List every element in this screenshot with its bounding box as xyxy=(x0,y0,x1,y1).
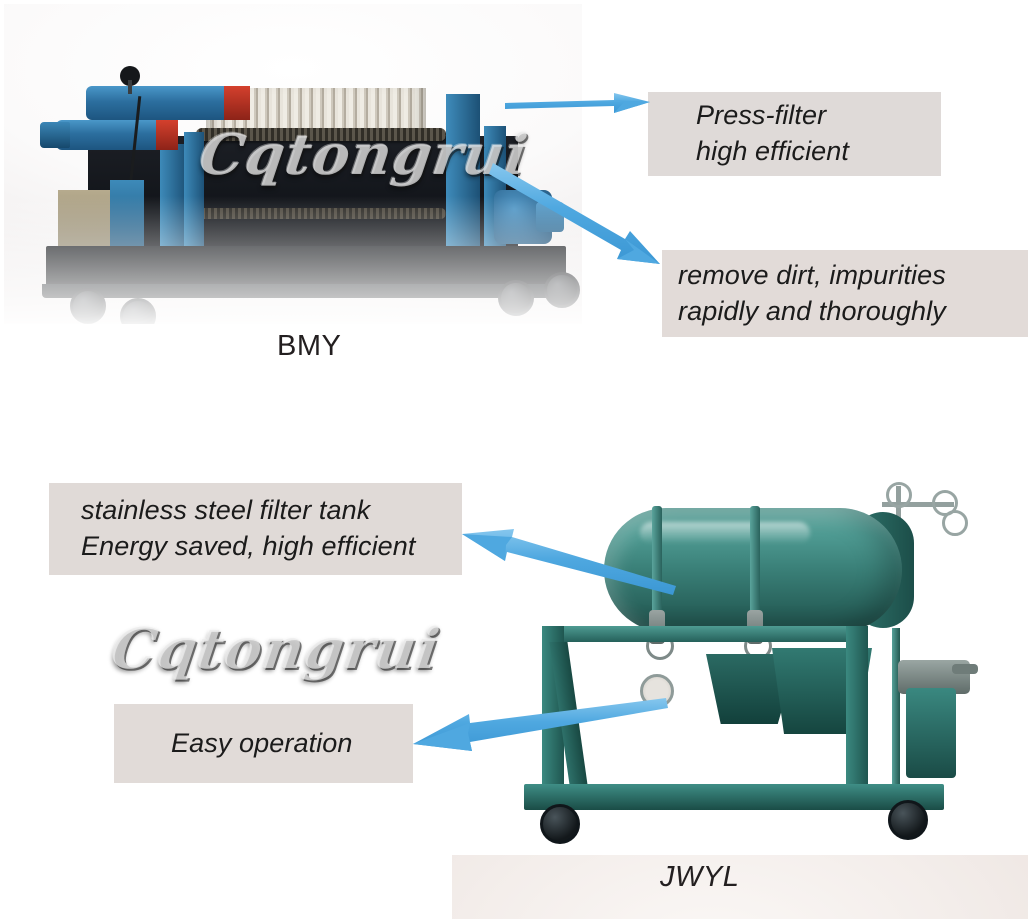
frame-top-rail xyxy=(542,626,868,642)
callout-remove-dirt-line-1: remove dirt, impurities xyxy=(678,259,946,290)
jwyl-filter-illustration xyxy=(500,478,996,850)
pump-housing xyxy=(58,190,110,252)
callout-remove-dirt: remove dirt, impurities rapidly and thor… xyxy=(662,250,1028,337)
caster-wheel xyxy=(540,804,580,844)
bmy-press-filter-illustration xyxy=(28,40,582,324)
watermark-bottom: Cqtongrui xyxy=(107,616,444,682)
caption-bmy: BMY xyxy=(277,330,342,362)
callout-press-filter: Press-filter high efficient xyxy=(648,92,941,176)
valve-manifold xyxy=(872,480,968,536)
base-plate xyxy=(524,784,944,810)
callout-press-filter-line-1: Press-filter xyxy=(696,100,827,131)
motor-hub xyxy=(536,202,564,232)
tie-rod-upper xyxy=(196,128,446,141)
valve-arm xyxy=(882,502,954,507)
control-knob-stem xyxy=(128,80,132,94)
valve-handwheel-icon xyxy=(942,510,968,536)
ram-nose xyxy=(40,122,70,148)
caster-wheel xyxy=(498,280,534,316)
tail-plate-post xyxy=(446,94,480,254)
tank-band xyxy=(750,506,760,634)
tail-support-post xyxy=(484,126,506,254)
valve-handwheel-icon xyxy=(886,482,912,508)
callout-stainless-tank: stainless steel filter tank Energy saved… xyxy=(49,483,462,575)
watermark-top: Cqtongrui xyxy=(195,122,532,188)
section-bmy: Cqtongrui Press-filter high efficient re… xyxy=(0,0,1028,400)
oil-reservoir xyxy=(906,688,956,778)
caster-wheel xyxy=(70,288,106,324)
caster-wheel xyxy=(120,298,156,324)
caster-wheel xyxy=(544,272,580,308)
filter-plate-stack-shadow xyxy=(206,160,426,206)
callout-stainless-line-2: Energy saved, high efficient xyxy=(81,531,416,561)
callout-press-filter-line-2: high efficient xyxy=(696,136,849,166)
machine-frame xyxy=(536,626,936,808)
filter-plate-stack xyxy=(206,88,426,204)
tank-highlight xyxy=(640,522,810,544)
jwyl-machine-photo xyxy=(452,855,1028,919)
callout-easy-operation-line-1: Easy operation xyxy=(171,727,353,758)
bmy-machine-photo: Cqtongrui xyxy=(4,4,582,324)
tie-rod-lower xyxy=(196,208,446,219)
vertical-pipe xyxy=(892,628,900,798)
cylinder-red-band-lower xyxy=(156,120,178,150)
hydraulic-hose xyxy=(125,96,144,216)
callout-remove-dirt-line-2: rapidly and thoroughly xyxy=(678,295,946,326)
head-support-post xyxy=(184,132,204,254)
pump-valve xyxy=(952,664,978,674)
caption-jwyl: JWYL xyxy=(660,861,740,893)
hydraulic-cylinder-upper xyxy=(86,86,246,120)
valve-stem xyxy=(896,486,901,530)
hydraulic-cylinder-lower xyxy=(56,120,176,150)
callout-easy-operation: Easy operation xyxy=(114,704,413,783)
frame-post-right xyxy=(846,626,868,794)
head-plate-post xyxy=(160,144,186,254)
drive-motor xyxy=(494,190,552,244)
control-knob-icon xyxy=(120,66,140,86)
machine-base-edge xyxy=(42,284,570,298)
pump-motor-housing xyxy=(110,180,144,252)
cylinder-red-band-upper xyxy=(224,86,250,120)
machine-body xyxy=(88,136,518,254)
callout-stainless-line-1: stainless steel filter tank xyxy=(81,495,371,526)
pressure-gauge-icon xyxy=(640,674,674,708)
machine-base-frame xyxy=(46,246,566,286)
section-jwyl: Cqtongrui stainless steel filter tank En… xyxy=(0,400,1028,919)
caster-wheel xyxy=(888,800,928,840)
